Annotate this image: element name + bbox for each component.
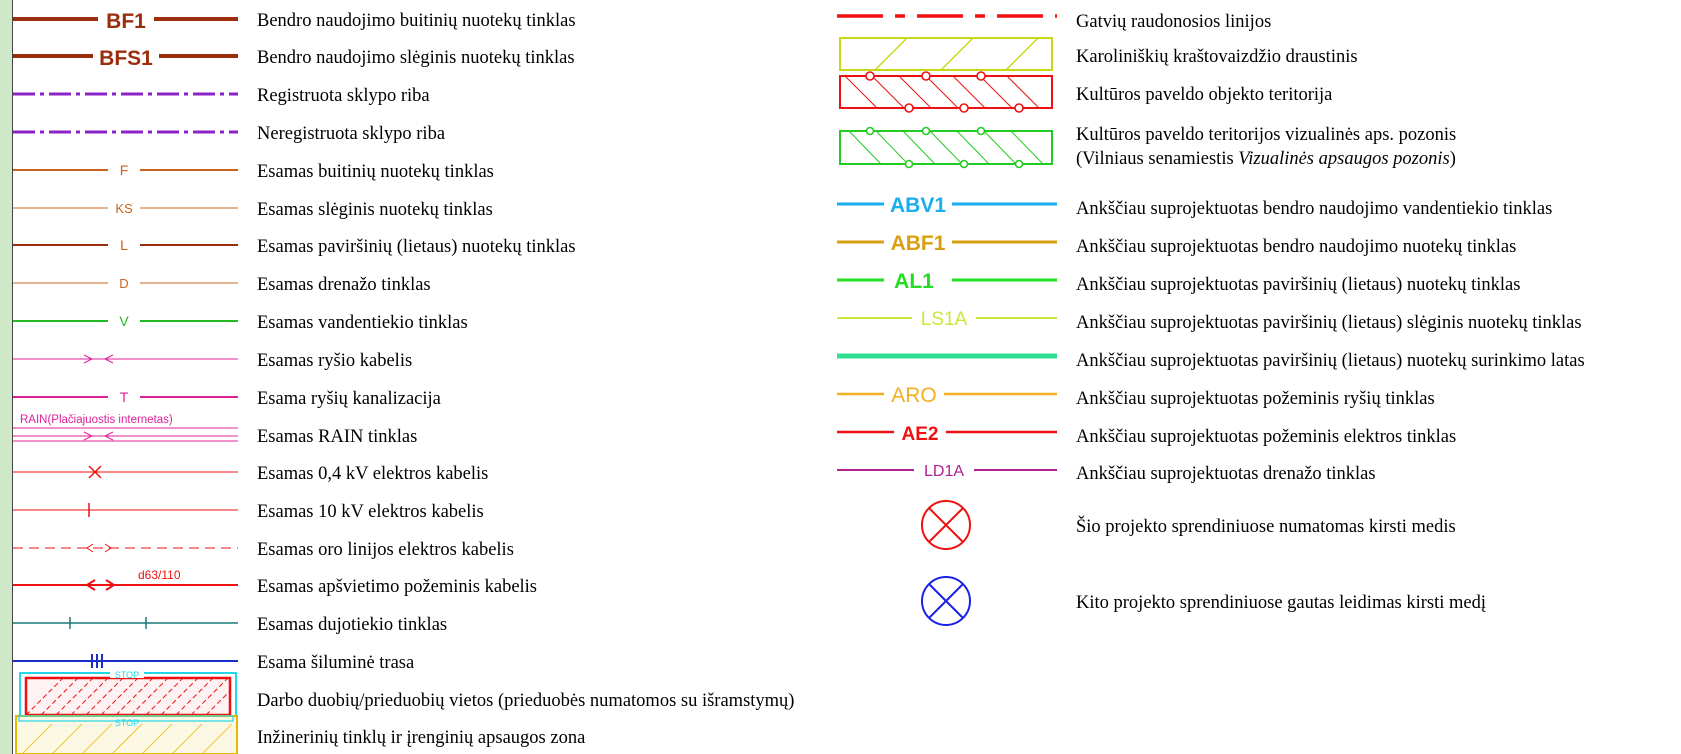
label-l-storm: Esamas paviršinių (lietaus) nuotekų tink… xyxy=(257,237,576,257)
symbol-al1: AL1 xyxy=(837,269,1057,293)
label-ae2: Ankščiau suprojektuotas požeminis elektr… xyxy=(1076,427,1456,447)
symbol-heritage-territory xyxy=(839,71,1053,113)
label-tree-cut-red: Šio projekto sprendiniuose numatomas kir… xyxy=(1076,515,1456,537)
label-red-lines: Gatvių raudonosios linijos xyxy=(1076,12,1271,32)
label-t-duct: Esama ryšių kanalizacija xyxy=(257,389,441,409)
symbol-f-sewer: F xyxy=(13,162,238,178)
label-aro: Ankščiau suprojektuotas požeminis ryšių … xyxy=(1076,389,1435,409)
symbol-v-water: V xyxy=(13,313,238,329)
label-work-pit: Darbo duobių/prieduobių vietos (prieduob… xyxy=(257,691,794,711)
label-protection-zone: Inžinerinių tinklų ir įrenginių apsaugos… xyxy=(257,728,585,748)
symbol-ae2-code: AE2 xyxy=(902,424,939,445)
label-rain: Esamas RAIN tinklas xyxy=(257,427,417,447)
label-telecom-cable: Esamas ryšio kabelis xyxy=(257,351,412,371)
symbol-ks-code: KS xyxy=(115,201,133,216)
label-unregistered-plot: Neregistruota sklypo riba xyxy=(257,124,445,144)
symbol-04kv-cable xyxy=(13,465,238,479)
label-visual-subzone-line2: (Vilniaus senamiestis Vizualinės apsaugo… xyxy=(1076,149,1456,169)
symbol-f-code: F xyxy=(120,162,129,178)
label-abv1: Ankščiau suprojektuotas bendro naudojimo… xyxy=(1076,199,1552,219)
symbol-visual-subzone xyxy=(839,126,1053,169)
label-ls1a: Ankščiau suprojektuotas paviršinių (liet… xyxy=(1076,313,1582,333)
symbol-abv1-code: ABV1 xyxy=(890,194,946,217)
right-labels: Gatvių raudonosios linijos Karoliniškių … xyxy=(1076,12,1585,613)
symbol-ls1a-code: LS1A xyxy=(921,309,968,330)
symbol-overhead-line xyxy=(13,543,238,553)
symbol-bf1: BF1 xyxy=(13,8,238,33)
symbol-aro-code: ARO xyxy=(891,384,937,407)
symbol-ls1a: LS1A xyxy=(837,308,1057,330)
symbol-d-code: D xyxy=(119,276,128,291)
label-gas-pipe: Esamas dujotiekio tinklas xyxy=(257,615,447,635)
symbol-l-code: L xyxy=(120,237,128,253)
label-landscape-reserve: Karoliniškių kraštovaizdžio draustinis xyxy=(1076,47,1358,67)
symbol-work-pit: STOP xyxy=(19,670,237,719)
symbol-al1-code: AL1 xyxy=(894,270,934,293)
label-registered-plot: Registruota sklypo riba xyxy=(257,86,430,106)
symbol-gas-pipe xyxy=(13,617,238,629)
symbol-abf1-code: ABF1 xyxy=(891,232,946,255)
label-10kv-cable: Esamas 10 kV elektros kabelis xyxy=(257,502,484,522)
label-f-sewer: Esamas buitinių nuotekų tinklas xyxy=(257,162,494,182)
symbol-aro: ARO xyxy=(837,383,1057,407)
symbol-abv1: ABV1 xyxy=(837,193,1057,217)
label-v-water: Esamas vandentiekio tinklas xyxy=(257,313,468,333)
symbol-zone-stop: STOP xyxy=(115,718,139,728)
tree-cut-blue-icon xyxy=(921,576,971,626)
symbol-rain-code: RAIN(Plačiajuostis internetas) xyxy=(20,414,173,426)
symbol-ld1a-code: LD1A xyxy=(924,463,964,480)
tree-cut-red-icon xyxy=(921,500,971,550)
label-abf1: Ankščiau suprojektuotas bendro naudojimo… xyxy=(1076,237,1516,257)
symbol-t-code: T xyxy=(120,389,129,405)
label-heritage-territory: Kultūros paveldo objekto teritorija xyxy=(1076,85,1332,105)
label-ld1a: Ankščiau suprojektuotas drenažo tinklas xyxy=(1076,464,1376,484)
label-04kv-cable: Esamas 0,4 kV elektros kabelis xyxy=(257,464,488,484)
symbol-landscape-reserve xyxy=(839,37,1053,71)
label-bf1: Bendro naudojimo buitinių nuotekų tinkla… xyxy=(257,11,576,31)
left-labels: Bendro naudojimo buitinių nuotekų tinkla… xyxy=(257,11,794,748)
label-overhead-line: Esamas oro linijos elektros kabelis xyxy=(257,540,514,560)
label-tree-cut-blue: Kito projekto sprendiniuose gautas leidi… xyxy=(1076,593,1486,613)
symbol-abf1: ABF1 xyxy=(837,231,1057,255)
symbol-bf1-code: BF1 xyxy=(106,10,146,33)
symbol-bfs1: BFS1 xyxy=(13,45,238,70)
label-ks-sewer: Esamas slėginis nuotekų tinklas xyxy=(257,200,493,220)
symbol-10kv-cable xyxy=(13,503,238,517)
symbol-t-duct: T xyxy=(13,389,238,405)
symbol-bfs1-code: BFS1 xyxy=(99,47,153,70)
label-collection-channel: Ankščiau suprojektuotas paviršinių (liet… xyxy=(1076,351,1585,371)
label-al1: Ankščiau suprojektuotas paviršinių (liet… xyxy=(1076,275,1520,295)
symbol-ld1a: LD1A xyxy=(837,461,1057,480)
symbol-d-drainage: D xyxy=(13,276,238,291)
symbol-pit-stop: STOP xyxy=(115,670,139,680)
symbol-l-storm: L xyxy=(13,237,238,253)
symbol-ae2: AE2 xyxy=(837,422,1057,445)
symbol-heat-line xyxy=(13,654,238,668)
symbol-protection-zone: STOP xyxy=(15,715,238,754)
label-bfs1: Bendro naudojimo slėginis nuotekų tinkla… xyxy=(257,48,575,68)
label-heat-line: Esama šiluminė trasa xyxy=(257,653,414,673)
symbol-lighting-cable: d63/110 xyxy=(13,568,238,591)
label-lighting-cable: Esamas apšvietimo požeminis kabelis xyxy=(257,577,537,597)
label-visual-subzone: Kultūros paveldo teritorijos vizualinės … xyxy=(1076,125,1456,145)
map-edge-strip xyxy=(0,0,13,754)
symbol-telecom-cable xyxy=(13,354,238,364)
symbol-ks-sewer: KS xyxy=(13,201,238,216)
symbol-lighting-code: d63/110 xyxy=(138,568,181,582)
symbol-rain: RAIN(Plačiajuostis internetas) xyxy=(13,414,238,442)
label-d-drainage: Esamas drenažo tinklas xyxy=(257,275,431,295)
symbol-v-code: V xyxy=(119,313,129,329)
